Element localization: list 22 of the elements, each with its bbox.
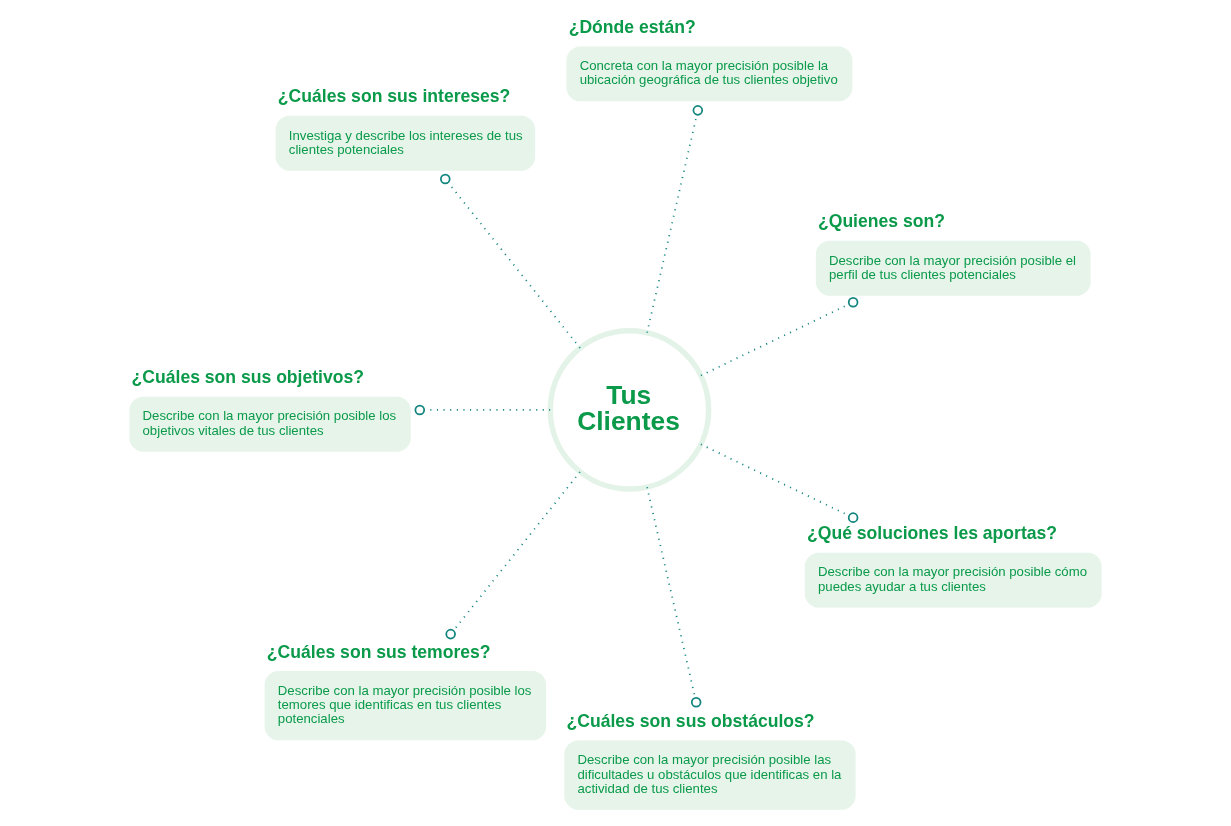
connector — [700, 296, 859, 376]
node-label: ¿Dónde están? — [568, 16, 696, 37]
connector — [445, 470, 581, 639]
node-box: Describe con la mayor precisión posible las dificultades u obstáculos que identificas en la actividad de tus clientes — [564, 740, 856, 810]
node-box: Describe con la mayor precisión posible los temores que identificas en tus clientes potenciales — [264, 670, 547, 740]
node-label: ¿Qué soluciones les aportas? — [806, 522, 1058, 543]
connector — [646, 104, 704, 333]
node-label: ¿Cuáles son sus objetivos? — [131, 366, 365, 387]
node-label: ¿Cuáles son sus temores? — [266, 641, 491, 662]
node-label: ¿Cuáles son sus obstáculos? — [566, 710, 815, 731]
node-box: Concreta con la mayor precisión posible la ubicación geográfica de tus clientes objetivo — [566, 45, 853, 101]
node-box: Describe con la mayor precisión posible el perfil de tus clientes potenciales — [815, 240, 1091, 296]
node-label: ¿Cuáles son sus intereses? — [277, 85, 511, 106]
connector — [414, 404, 551, 415]
node-box: Describe con la mayor precisión posible los objetivos vitales de tus clientes — [129, 396, 411, 452]
connector — [700, 442, 859, 523]
connector — [440, 173, 581, 349]
node-box: Describe con la mayor precisión posible cómo puedes ayudar a tus clientes — [804, 552, 1102, 608]
connector — [646, 485, 702, 707]
node-label: ¿Quienes son? — [817, 210, 945, 231]
node-circle: Tus Clientes — [547, 327, 712, 492]
node-box: Investiga y describe los intereses de tus clientes potenciales — [275, 115, 536, 171]
